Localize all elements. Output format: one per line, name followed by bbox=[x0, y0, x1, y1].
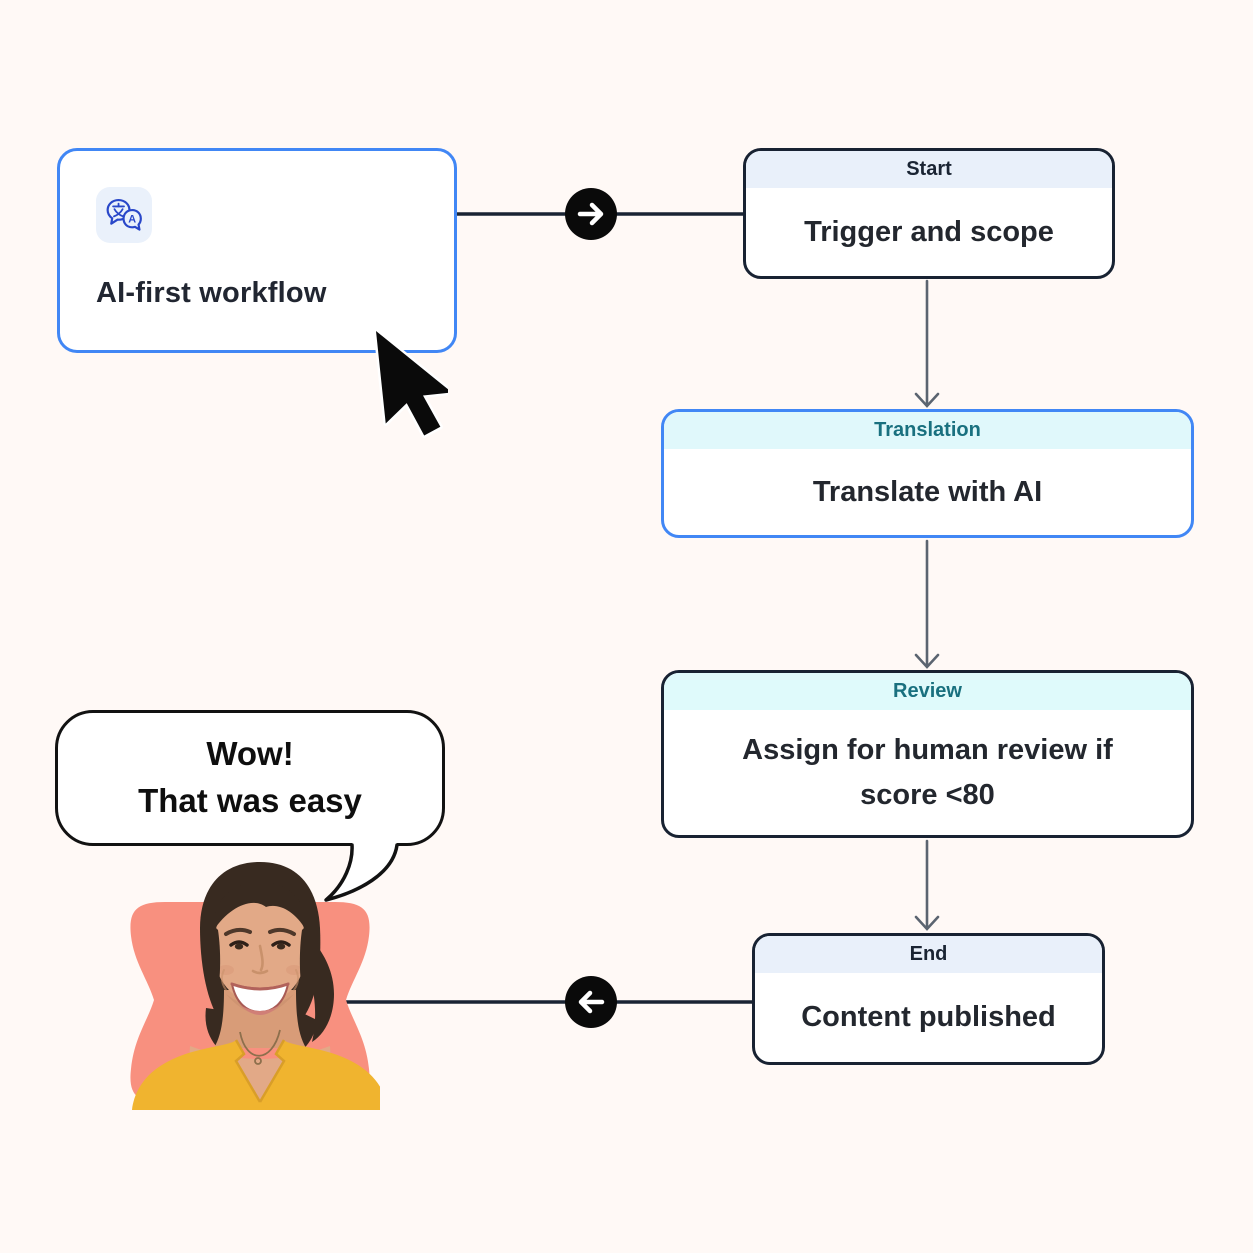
node-body: Trigger and scope bbox=[804, 215, 1054, 248]
connector-review-to-end bbox=[914, 839, 940, 931]
node-header: End bbox=[755, 936, 1102, 973]
node-body: Content published bbox=[801, 1001, 1056, 1034]
connector-translation-to-review bbox=[914, 539, 940, 669]
arrow-right-badge bbox=[565, 188, 617, 240]
workflow-card-title: AI-first workflow bbox=[96, 277, 327, 309]
flow-node-review[interactable]: Review Assign for human review if score … bbox=[661, 670, 1194, 838]
cursor-arrow-icon bbox=[373, 328, 448, 439]
arrow-left-icon bbox=[578, 990, 605, 1014]
node-body: Assign for human review if score <80 bbox=[742, 733, 1113, 811]
speech-bubble-line1: Wow! bbox=[206, 735, 294, 773]
chevron-down-icon bbox=[914, 392, 940, 408]
flow-node-end[interactable]: End Content published bbox=[752, 933, 1105, 1065]
speech-bubble-line2: That was easy bbox=[138, 782, 362, 819]
node-body: Translate with AI bbox=[812, 475, 1043, 508]
person-cardigan bbox=[132, 1040, 380, 1110]
flow-node-translation[interactable]: Translation Translate with AI bbox=[661, 409, 1194, 538]
node-header: Start bbox=[746, 151, 1112, 188]
translate-icon: A bbox=[106, 198, 142, 231]
person-face bbox=[213, 892, 307, 1015]
flow-node-start[interactable]: Start Trigger and scope bbox=[743, 148, 1115, 279]
speech-bubble: Wow! That was easy bbox=[55, 710, 445, 846]
workflow-card[interactable]: A AI-first workflow bbox=[57, 148, 457, 353]
arrow-right-icon bbox=[577, 202, 604, 226]
chevron-down-icon bbox=[914, 653, 940, 669]
speech-bubble-tail bbox=[324, 840, 399, 902]
node-header: Translation bbox=[664, 412, 1191, 449]
person-fringe bbox=[211, 882, 309, 996]
arrow-left-badge bbox=[565, 976, 617, 1028]
connector-start-to-translation bbox=[914, 279, 940, 408]
person-necklace bbox=[239, 1029, 281, 1065]
translate-icon-badge: A bbox=[96, 187, 152, 243]
node-header: Review bbox=[664, 673, 1191, 710]
person-photo bbox=[130, 862, 380, 1110]
chevron-down-icon bbox=[914, 915, 940, 931]
svg-text:A: A bbox=[128, 213, 136, 225]
